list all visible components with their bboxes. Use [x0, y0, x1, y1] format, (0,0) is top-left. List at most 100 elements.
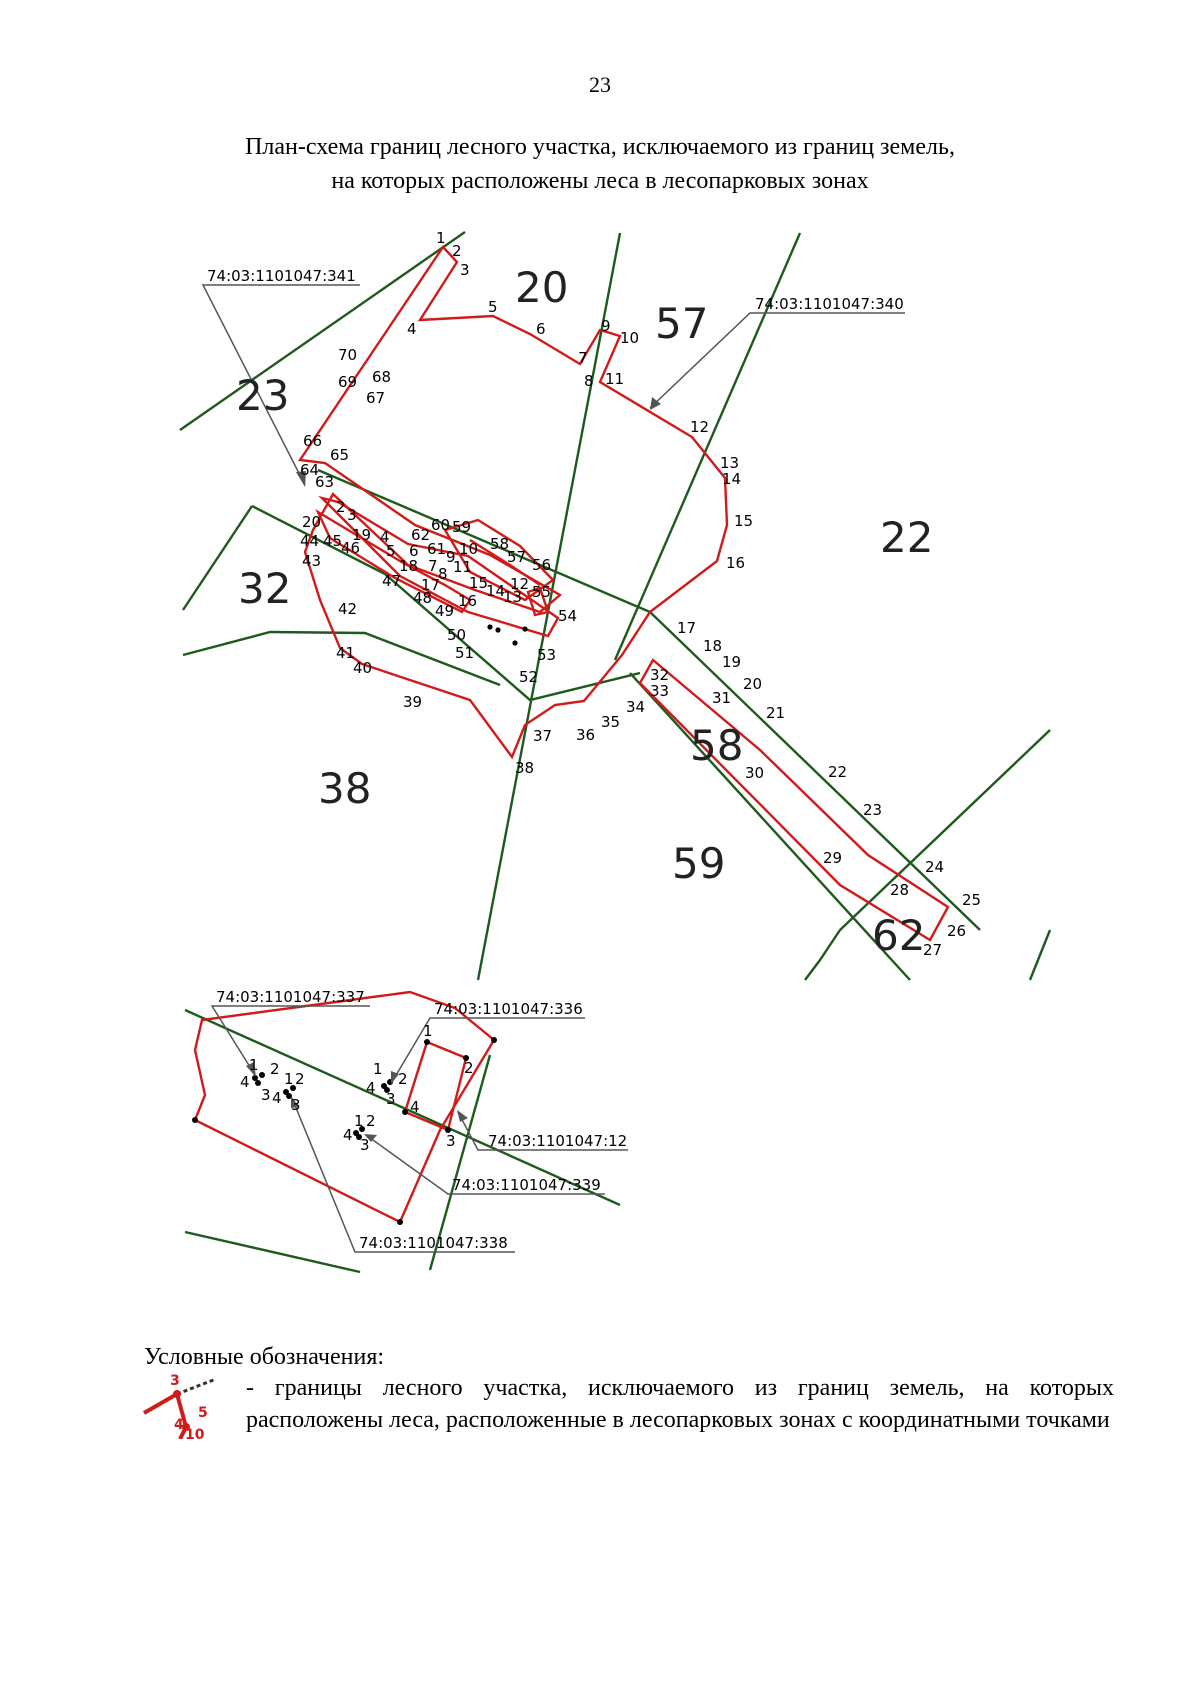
point-marker [512, 640, 518, 646]
callout-leader-338 [291, 1097, 515, 1253]
quarter-line [804, 929, 841, 981]
point-label: 16 [726, 554, 745, 572]
point-label: 69 [338, 373, 357, 391]
callout-leader-12 [457, 1111, 628, 1151]
page-title: План-схема границ лесного участка, исклю… [0, 130, 1200, 198]
point-label: 36 [576, 726, 595, 744]
point-label: 3 [446, 1132, 456, 1150]
point-label: 6 [409, 542, 419, 560]
quarter-line [476, 232, 622, 981]
callout-leader-339 [365, 1134, 605, 1195]
arrow-icon [296, 471, 306, 487]
point-label: 60 [431, 516, 450, 534]
boundary-strip-58 [638, 658, 950, 942]
point-label: 2 [270, 1060, 280, 1078]
quarter-line [182, 630, 501, 687]
quarter-number: 20 [515, 263, 568, 312]
point-label: 25 [962, 891, 981, 909]
parcel-label: 74:03:1101047:12 [488, 1132, 627, 1150]
point-label: 39 [403, 693, 422, 711]
point-label: 4 [240, 1073, 250, 1091]
point-label: 47 [382, 572, 401, 590]
point-label: 19 [722, 653, 741, 671]
point-label: 19 [352, 526, 371, 544]
point-label: 2 [464, 1059, 474, 1077]
point-label: 23 [863, 801, 882, 819]
boundary-square-53 [526, 586, 550, 617]
legend-icon-label: 4 [174, 1417, 184, 1433]
point-label: 55 [532, 583, 551, 601]
point-label: 31 [712, 689, 731, 707]
point-label: 26 [947, 922, 966, 940]
point-label: 51 [455, 644, 474, 662]
point-marker [384, 1087, 390, 1093]
point-marker [259, 1072, 265, 1078]
quarter-numbers: 20 57 23 22 32 38 58 59 62 [236, 263, 933, 960]
point-marker [286, 1093, 292, 1099]
point-label: 10 [620, 329, 639, 347]
point-label: 57 [507, 548, 526, 566]
point-label: 2 [452, 242, 462, 260]
legend-icon-label: 10 [185, 1427, 205, 1439]
point-label: 41 [336, 644, 355, 662]
point-label: 46 [341, 539, 360, 557]
boundary-legend-icon: 3 5 4 10 [143, 1373, 217, 1439]
quarter-line [649, 611, 981, 931]
point-label: 1 [354, 1112, 364, 1130]
point-label: 14 [722, 470, 741, 488]
quarter-number: 23 [236, 371, 289, 420]
point-label: 24 [925, 858, 944, 876]
boundary-square-12 [403, 1040, 468, 1132]
point-label: 4 [407, 320, 417, 338]
boundary-map: 74:03:1101047:341 74:03:1101047:340 74:0… [179, 229, 1052, 1274]
point-marker [487, 624, 493, 630]
point-label: 45 [323, 532, 342, 550]
point-label: 4 [343, 1126, 353, 1144]
point-marker [491, 1037, 497, 1043]
point-marker [290, 1085, 296, 1091]
parcel-labels: 74:03:1101047:341 74:03:1101047:340 74:0… [207, 267, 904, 1252]
legend-icon-label: 5 [198, 1405, 208, 1421]
point-label: 28 [890, 881, 909, 899]
quarter-lines [179, 231, 1052, 1274]
point-label: 53 [537, 646, 556, 664]
point-label: 48 [413, 589, 432, 607]
point-label: 3 [386, 1090, 396, 1108]
parcel-label: 74:03:1101047:336 [434, 1000, 583, 1018]
quarter-line [317, 468, 651, 614]
point-label: 63 [315, 473, 334, 491]
point-label: 1 [249, 1056, 259, 1074]
point-label: 20 [302, 513, 321, 531]
point-marker [252, 1075, 258, 1081]
quarter-line [182, 505, 253, 611]
point-label: 8 [438, 565, 448, 583]
quarter-line [1028, 929, 1052, 981]
point-label: 15 [469, 574, 488, 592]
point-label: 2 [366, 1112, 376, 1130]
point-label: 9 [601, 317, 611, 335]
point-label: 4 [380, 528, 390, 546]
point-label: 3 [360, 1136, 370, 1154]
point-label: 5 [488, 298, 498, 316]
point-label: 33 [650, 682, 669, 700]
point-label: 1 [423, 1022, 433, 1040]
legend-point-marker [173, 1390, 181, 1398]
quarter-number: 38 [318, 764, 371, 813]
quarter-number: 59 [672, 839, 725, 888]
point-label: 32 [650, 666, 669, 684]
point-label: 1 [284, 1070, 294, 1088]
callout-arrowheads [246, 397, 661, 1142]
boundary-inner-strip [318, 495, 560, 638]
point-labels: 1 2 3 4 5 6 7 8 9 10 11 12 13 14 15 16 1… [240, 229, 981, 1154]
point-label: 9 [446, 548, 456, 566]
point-label: 12 [510, 575, 529, 593]
quarter-number: 32 [238, 564, 291, 613]
point-label: 38 [515, 759, 534, 777]
point-label: 44 [300, 532, 319, 550]
point-label: 49 [435, 602, 454, 620]
arrow-icon [291, 1096, 299, 1108]
point-label: 68 [372, 368, 391, 386]
quarter-number: 57 [655, 299, 708, 348]
point-label: 40 [353, 659, 372, 677]
point-label: 42 [338, 600, 357, 618]
